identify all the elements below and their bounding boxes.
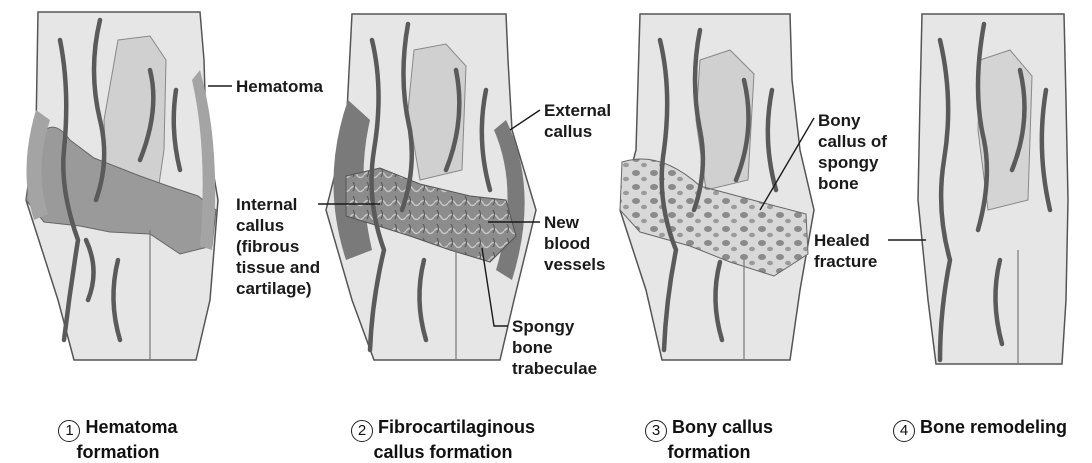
caption-text-1: Hematoma formation [77,417,178,462]
stage-number-1: 1 [58,420,80,442]
label-hematoma: Hematoma [236,76,323,97]
caption-text-2: Fibrocartilaginous callus formation [373,417,535,462]
label-spongy-bone-trabeculae: Spongy bone trabeculae [512,316,597,379]
label-external-callus: External callus [544,100,611,142]
stage-number-2: 2 [351,420,373,442]
panel-bone-remodeling [918,14,1068,364]
label-new-blood-vessels: New blood vessels [544,212,605,275]
panel-hematoma-formation [26,12,218,360]
caption-text-4: Bone remodeling [920,417,1067,437]
panel-fibrocartilaginous-callus [326,14,536,360]
leader-external-callus [510,110,540,130]
panel-bony-callus [620,14,814,360]
caption-text-3: Bony callus formation [668,417,774,462]
stage-number-3: 3 [645,420,667,442]
stage-number-4: 4 [893,420,915,442]
label-bony-callus: Bony callus of spongy bone [818,110,887,194]
label-internal-callus: Internal callus (fibrous tissue and cart… [236,194,320,299]
label-healed-fracture: Healed fracture [814,230,877,272]
